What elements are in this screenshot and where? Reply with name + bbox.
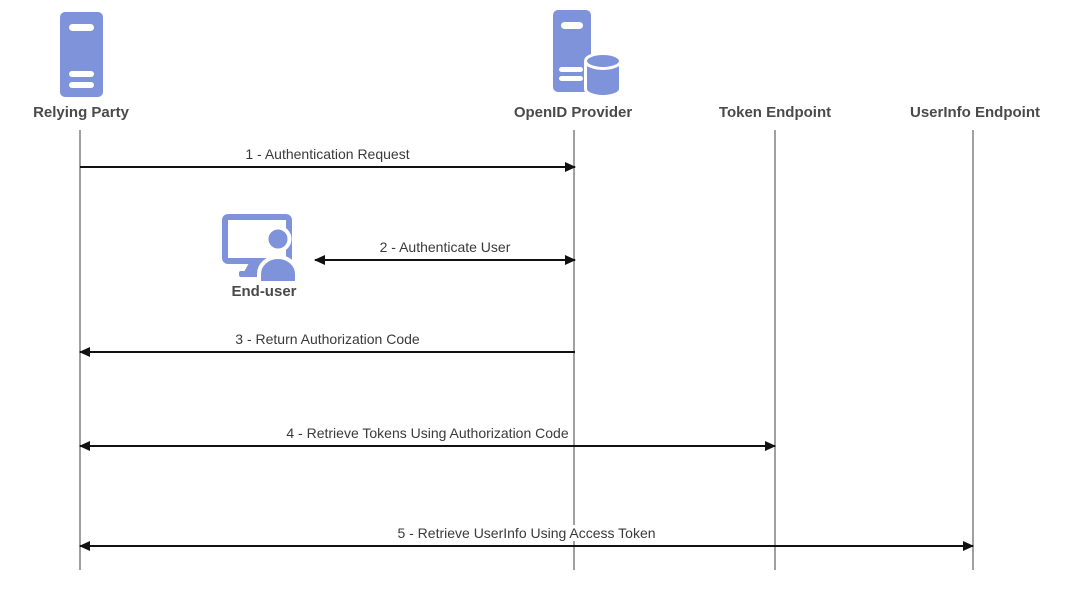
actor-label-userinfo-endpoint: UserInfo Endpoint	[910, 104, 1040, 121]
actor-label-token-endpoint: Token Endpoint	[718, 104, 832, 121]
server-icon	[59, 11, 104, 98]
database-icon	[584, 52, 622, 98]
arrowhead-right-icon	[565, 255, 576, 265]
message-arrow-5	[79, 541, 974, 551]
server-icon	[553, 10, 591, 92]
message-arrow-4	[79, 441, 776, 451]
lifeline-userinfo-endpoint	[972, 130, 974, 570]
message-arrow-2	[314, 255, 576, 265]
actor-label-openid-provider: OpenID Provider	[513, 104, 633, 121]
message-label-2: 2 - Authenticate User	[315, 238, 575, 256]
arrowhead-left-icon	[79, 347, 90, 357]
message-label-5: 5 - Retrieve UserInfo Using Access Token	[80, 524, 973, 542]
arrowhead-left-icon	[314, 255, 325, 265]
message-arrow-1	[80, 162, 576, 172]
lifeline-token-endpoint	[774, 130, 776, 570]
user-at-computer-icon	[221, 213, 313, 285]
arrowhead-right-icon	[765, 441, 776, 451]
lifeline-openid-provider	[573, 130, 575, 570]
end-user-label: End-user	[231, 283, 297, 300]
message-label-1: 1 - Authentication Request	[80, 145, 575, 163]
arrowhead-right-icon	[565, 162, 576, 172]
arrowhead-left-icon	[79, 441, 90, 451]
server-database-icon	[547, 6, 625, 102]
message-label-4: 4 - Retrieve Tokens Using Authorization …	[80, 424, 775, 442]
arrowhead-right-icon	[963, 541, 974, 551]
message-label-3: 3 - Return Authorization Code	[80, 330, 575, 348]
actor-label-relying-party: Relying Party	[33, 104, 129, 121]
arrowhead-left-icon	[79, 541, 90, 551]
person-icon	[257, 225, 299, 285]
message-arrow-3	[79, 347, 575, 357]
